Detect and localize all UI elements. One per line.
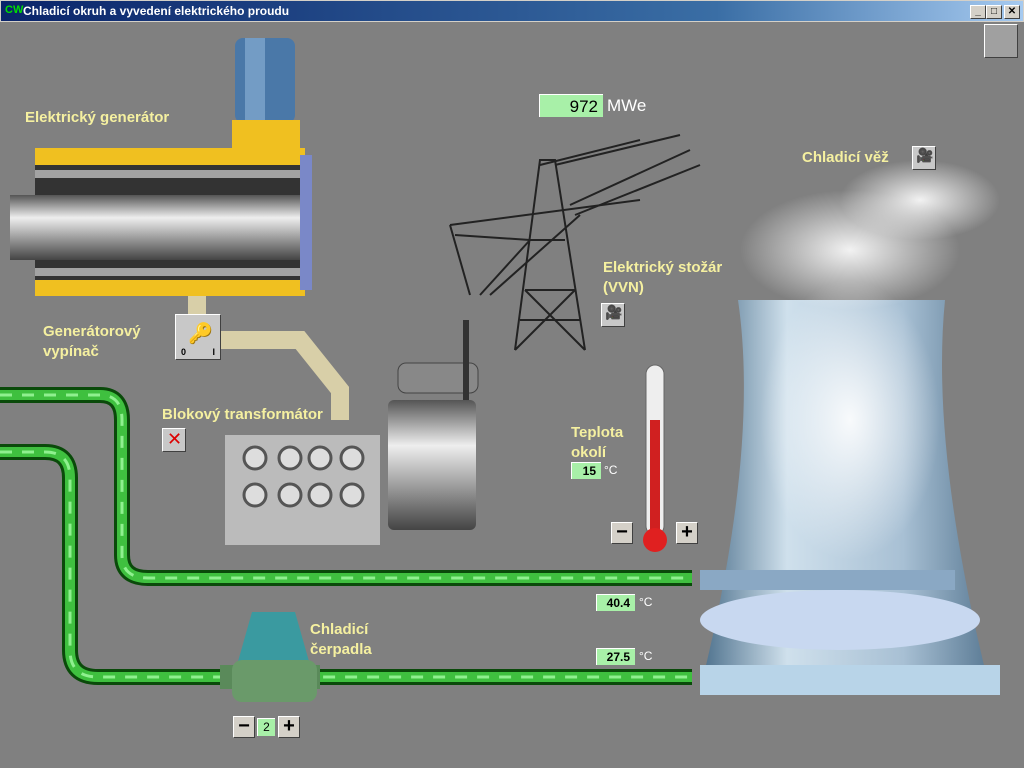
breaker-off-label: 0 [181,347,187,357]
transformer [225,320,479,545]
minimize-button[interactable]: _ [970,5,986,19]
transformer-label: Blokový transformátor [162,406,323,423]
pumps-increase-button[interactable]: + [278,716,300,738]
ambient-label-2: okolí [571,444,607,461]
key-icon: 🔑 [188,323,213,345]
cooling-pump [220,612,320,702]
pumps-label-2: čerpadla [310,641,372,658]
pylon-label-1: Elektrický stožár [603,259,723,276]
ambient-label-1: Teplota [571,424,624,441]
pumps-decrease-button[interactable]: − [233,716,255,738]
breaker-on-label: I [212,347,215,357]
tower-label: Chladicí věž [802,149,889,166]
hot-water-temp-unit: °C [639,595,653,609]
ambient-temp-unit: °C [604,463,618,477]
close-button[interactable]: ✕ [1004,5,1020,19]
app-logo: CW [5,4,24,16]
pumps-label-1: Chladicí [310,621,369,638]
thermometer [643,364,667,552]
generator-breaker-switch[interactable]: 🔑 0 I [175,314,221,360]
breaker-label-2: vypínač [43,343,99,360]
pylon-label-2: (VVN) [603,279,644,296]
power-pylon [449,134,701,351]
transformer-camera-disabled-icon: ✕ [162,428,186,452]
window-title: Chladicí okruh a vyvedení elektrického p… [23,4,290,18]
ambient-temp-value: 15 [571,462,601,479]
close-view-button[interactable] [984,24,1018,58]
scene-graphics [0,38,1000,702]
tower-camera-button[interactable]: 🎥 [912,146,936,170]
generator-label: Elektrický generátor [25,109,170,126]
cooling-pipes [0,387,692,685]
power-output-value: 972 [539,94,603,117]
pump-count-value: 2 [257,718,275,736]
hot-water-temp-value: 40.4 [596,594,635,611]
pylon-camera-button[interactable]: 🎥 [601,303,625,327]
cold-water-temp-value: 27.5 [596,648,635,665]
ambient-increase-button[interactable]: + [676,522,698,544]
cold-water-temp-unit: °C [639,649,653,663]
power-unit: MWe [607,96,647,115]
breaker-label-1: Generátorový [43,323,141,340]
maximize-button[interactable]: □ [986,5,1002,19]
ambient-decrease-button[interactable]: − [611,522,633,544]
cooling-tower [700,160,1000,695]
generator [10,38,312,296]
scene: Elektrický generátor Generátorový vypína… [0,22,1024,768]
title-bar: CW Chladicí okruh a vyvedení elektrickéh… [0,0,1024,22]
